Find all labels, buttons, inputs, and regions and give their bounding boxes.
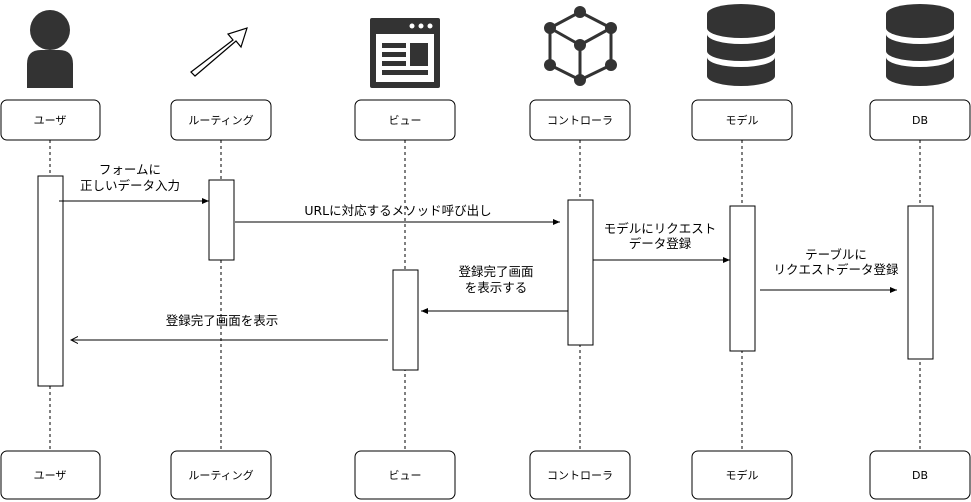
database-icon	[707, 4, 775, 86]
message-label: 登録完了画面	[458, 264, 533, 279]
participant-label: ルーティング	[188, 468, 253, 482]
message-label: を表示する	[465, 280, 528, 295]
message-label: URLに対応するメソッド呼び出し	[304, 203, 491, 218]
participant-box-model: モデル	[691, 99, 793, 141]
arrow-icon	[190, 27, 248, 77]
message-label: モデルにリクエスト	[604, 221, 717, 236]
participant-label: モデル	[726, 468, 759, 482]
user-icon	[27, 10, 73, 88]
activation-routing	[208, 179, 235, 261]
activation-controller	[567, 199, 594, 346]
participant-label: ユーザ	[34, 114, 67, 127]
participant-box-db-bottom: DB	[869, 450, 971, 500]
message-label: リクエストデータ登録	[773, 262, 899, 277]
participant-label: ルーティング	[188, 113, 253, 127]
network-cube-icon	[544, 6, 617, 86]
activation-model	[729, 205, 756, 352]
participant-label: コントローラ	[547, 114, 613, 127]
activation-user	[37, 175, 64, 387]
activation-view	[392, 269, 419, 371]
participant-label: DB	[912, 114, 928, 127]
participant-box-routing: ルーティング	[170, 99, 272, 141]
message-label: 登録完了画面を表示	[166, 313, 279, 328]
message-label: 正しいデータ入力	[80, 178, 180, 193]
message-label: テーブルに	[805, 247, 867, 262]
database-icon	[886, 4, 954, 86]
participant-box-controller-bottom: コントローラ	[529, 450, 631, 500]
participant-label: モデル	[726, 113, 759, 127]
activation-db	[907, 205, 934, 360]
participant-box-user-bottom: ユーザ	[0, 450, 101, 500]
participant-box-controller: コントローラ	[529, 99, 631, 141]
participant-label: ユーザ	[34, 469, 67, 482]
participant-box-model-bottom: モデル	[691, 450, 793, 500]
participant-box-routing-bottom: ルーティング	[170, 450, 272, 500]
browser-window-icon	[370, 18, 440, 88]
message-label: データ登録	[629, 236, 692, 251]
message-label: フォームに	[99, 162, 161, 177]
participant-box-view: ビュー	[354, 99, 456, 141]
participant-label: コントローラ	[547, 469, 613, 482]
participant-label: DB	[912, 469, 928, 482]
participant-box-db: DB	[869, 99, 971, 141]
participant-label: ビュー	[389, 469, 422, 482]
participant-box-view-bottom: ビュー	[354, 450, 456, 500]
participant-label: ビュー	[389, 114, 422, 127]
participant-box-user: ユーザ	[0, 99, 101, 141]
